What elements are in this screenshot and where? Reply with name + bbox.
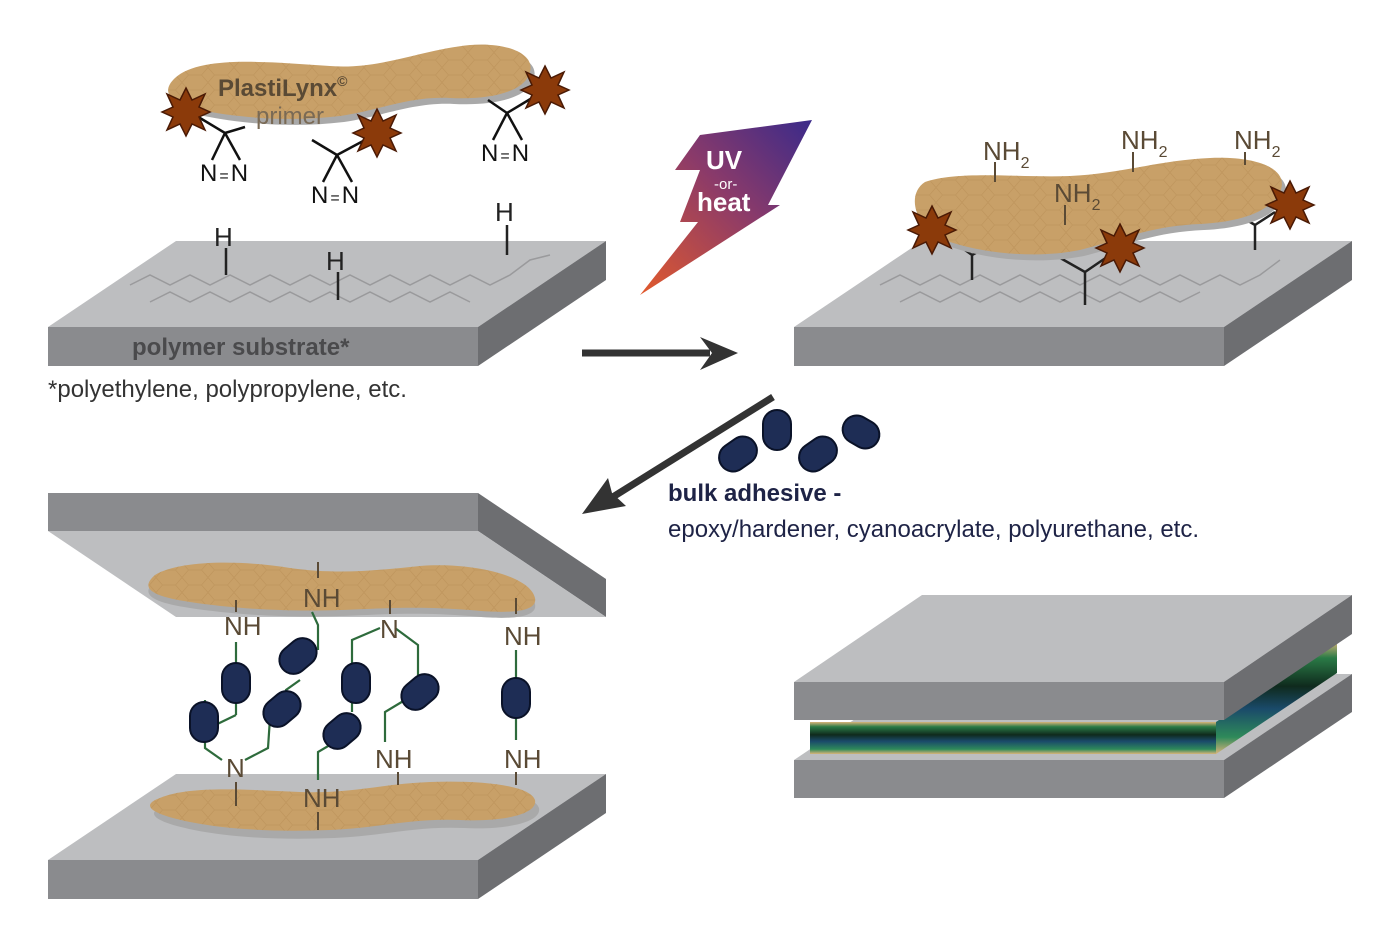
diazirine-label: N=N bbox=[311, 182, 359, 209]
primer-blob bbox=[148, 562, 536, 618]
n-label: N bbox=[380, 614, 399, 644]
substrate-slab bbox=[794, 241, 1352, 366]
adhesive-examples: epoxy/hardener, cyanoacrylate, polyureth… bbox=[668, 516, 1199, 543]
nh-label: NH bbox=[303, 783, 341, 813]
primer-word: primer bbox=[256, 103, 324, 130]
n-label: N bbox=[226, 753, 245, 783]
activation-or: -or- bbox=[714, 176, 737, 193]
panel-primer-on-substrate: polymer substrate* *polyethylene, polypr… bbox=[48, 44, 606, 403]
diazirine-label: N=N bbox=[481, 140, 529, 167]
activation-heat: heat bbox=[697, 187, 751, 217]
hydrogen-atom: H bbox=[326, 246, 345, 276]
adhesive-title: bulk adhesive - bbox=[668, 480, 841, 507]
reactive-site-icon bbox=[160, 64, 571, 159]
hydrogen-atom: H bbox=[495, 197, 514, 227]
activation-bolt-icon: UV -or- heat bbox=[640, 120, 812, 295]
adhesive-monomer-icons bbox=[718, 409, 881, 473]
panel-bond-detail: NH NH N NH N NH NH NH bbox=[48, 493, 606, 899]
adhesive-layer bbox=[810, 641, 1337, 754]
arrow-right-icon bbox=[582, 337, 738, 370]
primer-blob bbox=[914, 157, 1286, 261]
amine-label: NH2 bbox=[1234, 125, 1281, 161]
substrate-footnote: *polyethylene, polypropylene, etc. bbox=[48, 376, 407, 403]
activation-uv: UV bbox=[706, 145, 743, 175]
nh-label: NH bbox=[504, 621, 542, 651]
c-h-bond-group bbox=[224, 225, 509, 300]
primer-blob bbox=[150, 781, 540, 839]
primer-tether-bonds bbox=[235, 562, 517, 830]
reactive-site-icon bbox=[906, 179, 1316, 274]
amine-bond-group bbox=[994, 152, 1246, 225]
panel-grafted-primer: NH2 NH2 NH2 NH2 bbox=[794, 125, 1352, 366]
amine-label: NH2 bbox=[1054, 178, 1101, 214]
adhesive-monomer-icons bbox=[189, 637, 531, 750]
top-substrate-slab bbox=[794, 595, 1352, 720]
nh-label: NH bbox=[303, 583, 341, 613]
substrate-slab: polymer substrate* bbox=[48, 241, 606, 366]
primer-blob: PlastiLynx© primer bbox=[168, 44, 535, 130]
arrow-down-left-icon bbox=[582, 394, 775, 514]
nh-label: NH bbox=[224, 611, 262, 641]
amine-labels: NH NH N NH N NH NH NH bbox=[224, 583, 542, 813]
diazirine-label: N=N bbox=[200, 160, 248, 187]
nh-label: NH bbox=[375, 744, 413, 774]
amine-label: NH2 bbox=[983, 136, 1030, 172]
primer-brand: PlastiLynx© bbox=[218, 73, 348, 102]
substrate-label: polymer substrate* bbox=[132, 334, 350, 361]
hydrogen-atom: H bbox=[214, 222, 233, 252]
nh-label: NH bbox=[504, 744, 542, 774]
amine-label: NH2 bbox=[1121, 125, 1168, 161]
panel-laminated-result bbox=[794, 595, 1352, 798]
